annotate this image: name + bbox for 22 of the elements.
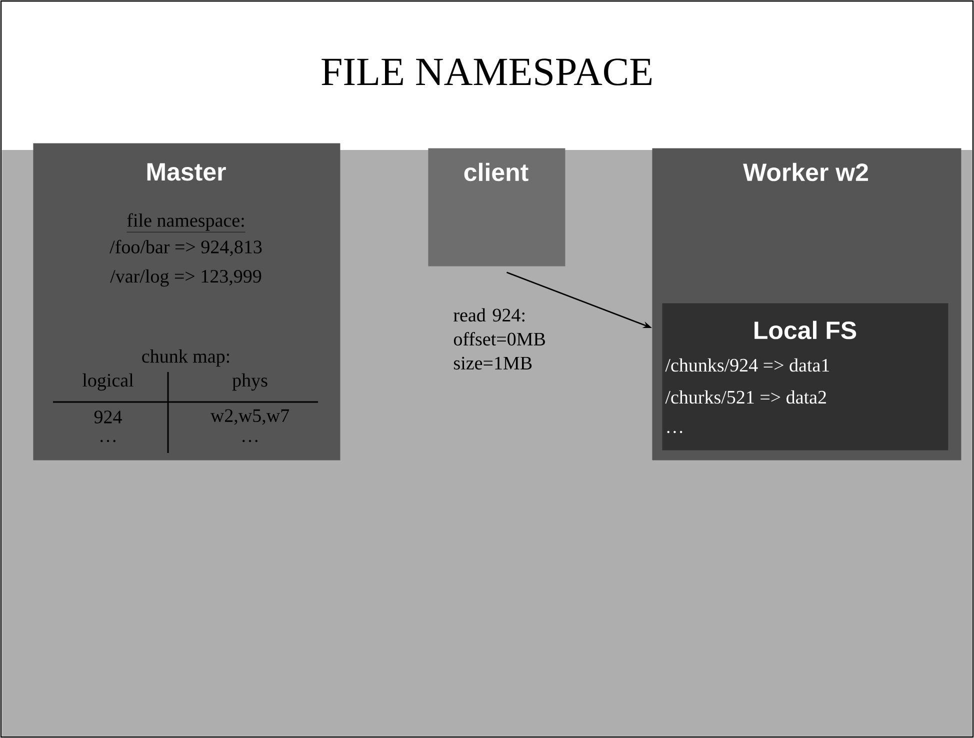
text-line: chunk map: [142, 349, 230, 367]
box-heading: client [464, 162, 528, 182]
table-cell: 924 [94, 410, 122, 424]
table-cell: logical [82, 373, 134, 391]
text-line: … [667, 430, 682, 434]
server-box [33, 143, 340, 460]
table-cell: phys [232, 373, 268, 391]
slide-title: FILE NAMESPACE [322, 58, 652, 86]
text-line: /churks/521 => data2 [665, 390, 826, 404]
box-heading: Local FS [754, 320, 856, 340]
box-heading: Worker w2 [743, 162, 868, 182]
storage-panel [662, 303, 948, 450]
client-box [428, 148, 566, 266]
table-cell: … [242, 440, 258, 442]
text-line: file namespace: [126, 213, 246, 232]
table-cell: … [100, 440, 116, 442]
text-line: /var/log => 123,999 [110, 269, 262, 287]
text-line: /foo/bar => 924,813 [110, 240, 262, 256]
edge-label: read 924: offset=0MB size=1MB [454, 308, 545, 370]
box-heading: Master [147, 163, 226, 181]
text-line: /chunks/924 => data1 [665, 358, 830, 372]
table-cell: w2,w5,w7 [210, 409, 290, 425]
